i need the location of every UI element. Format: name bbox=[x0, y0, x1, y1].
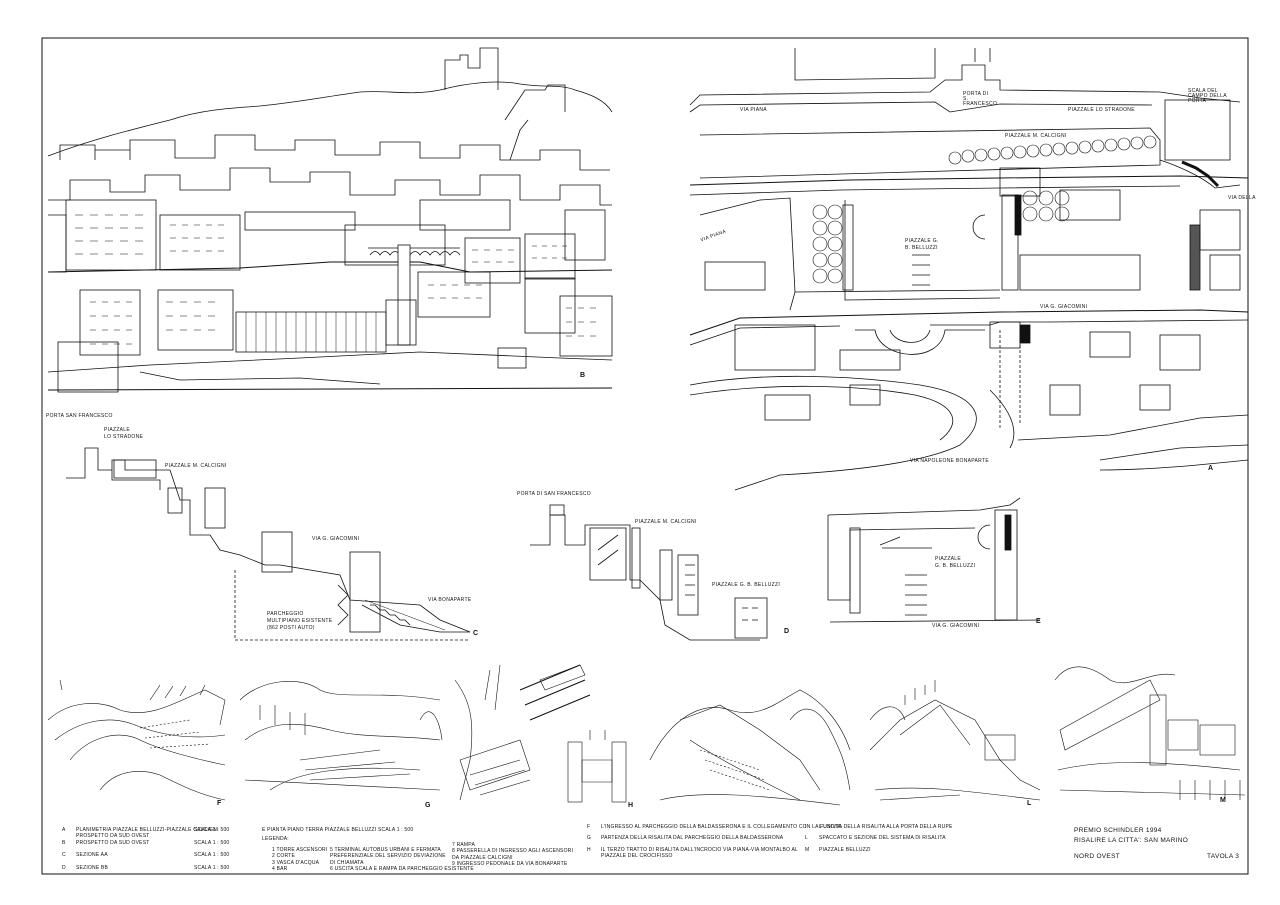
section-c bbox=[66, 447, 471, 641]
title-block: PREMIO SCHINDLER 1994 RISALIRE LA CITTA'… bbox=[1074, 826, 1188, 862]
label-piazzale-belluzzi: PIAZZALE G. B. BELLUZZI bbox=[905, 238, 939, 251]
label-c-parcheggio-1: PARCHEGGIO bbox=[267, 611, 304, 617]
label-g: G bbox=[425, 802, 431, 809]
legend-item: 4 BAR bbox=[272, 866, 288, 873]
label-c-porta: PORTA SAN FRANCESCO bbox=[46, 413, 113, 419]
label-piazzale-lo-stradone: PIAZZALE LO STRADONE bbox=[1068, 107, 1135, 113]
legend-item: 9 INGRESSO PEDONALE DA VIA BONAPARTE bbox=[452, 861, 568, 868]
legend-legenda: LEGENDA: bbox=[262, 836, 289, 843]
label-f: F bbox=[217, 800, 222, 807]
legend-col-2: E PIANTA PIANO TERRA PIAZZALE BELLUZZI S… bbox=[262, 827, 413, 843]
label-h: H bbox=[628, 802, 634, 809]
section-d bbox=[530, 504, 768, 641]
label-porta-san-francesco: PORTA DI S. FRANCESCO bbox=[963, 91, 998, 107]
label-d-calcigni: PIAZZALE M. CALCIGNI bbox=[635, 519, 697, 525]
label-e-giacomini: VIA G. GIACOMINI bbox=[932, 623, 980, 629]
legend-col-2c: 7 RAMPA 8 PASSERELLA DI INGRESSO AGLI AS… bbox=[452, 842, 573, 868]
tavola-label: TAVOLA 3 bbox=[1207, 853, 1240, 860]
label-via-giacomini: VIA G. GIACOMINI bbox=[1040, 304, 1088, 310]
label-c-piazzale: PIAZZALE bbox=[104, 427, 131, 433]
legend-item: 3 VASCA D'ACQUA bbox=[272, 859, 320, 866]
label-c-parcheggio-3: (862 POSTI AUTO) bbox=[267, 625, 315, 631]
sketch-f bbox=[47, 679, 226, 801]
label-e-piazzale: PIAZZALE bbox=[935, 556, 962, 562]
legend-e-head: E PIANTA PIANO TERRA PIAZZALE BELLUZZI S… bbox=[262, 827, 414, 833]
legend-item: 6 USCITA SCALA E RAMPA DA PARCHEGGIO ESI… bbox=[330, 866, 474, 873]
label-d-belluzzi: PIAZZALE G. B. BELLUZZI bbox=[712, 582, 781, 588]
legend-item: PREFERENZIALE DEL SERVIZIO DEVIAZIONE bbox=[330, 853, 446, 860]
label-l: L bbox=[1027, 800, 1032, 807]
label-via-piana-1: VIA PIANA bbox=[740, 107, 767, 113]
label-c-bonaparte: VIA BONAPARTE bbox=[428, 597, 472, 603]
legend-item: 5 TERMINAL AUTOBUS URBANI E FERMATA bbox=[330, 847, 441, 853]
legend-item: 1 TORRE ASCENSORI bbox=[272, 847, 328, 853]
sheet-border bbox=[41, 37, 1249, 875]
legend-row: PIAZZALE DEL CROCIFISSO bbox=[601, 853, 673, 860]
elevation-b bbox=[47, 47, 613, 393]
sketch-l bbox=[869, 680, 1041, 801]
label-c-calcigni: PIAZZALE M. CALCIGNI bbox=[165, 463, 227, 469]
label-c: C bbox=[473, 630, 479, 637]
legend-item: 7 RAMPA bbox=[452, 842, 475, 848]
label-via-bonaparte: VIA NAPOLEONE BONAPARTE bbox=[910, 458, 989, 464]
label-a: A bbox=[1208, 465, 1214, 472]
label-m: M bbox=[1220, 797, 1227, 804]
title-line-2: RISALIRE LA CITTA': SAN MARINO bbox=[1074, 837, 1189, 844]
plan-e bbox=[827, 497, 1041, 623]
legend-item: DA PIAZZALE CALCIGNI bbox=[452, 854, 513, 861]
legend-item: 2 CORTE bbox=[272, 853, 295, 860]
label-via-della: VIA DELLA bbox=[1228, 195, 1256, 201]
title-line-1: PREMIO SCHINDLER 1994 bbox=[1074, 827, 1162, 834]
legend-item: DI CHIAMATA bbox=[330, 859, 364, 866]
label-e-belluzzi: G. B. BELLUZZI bbox=[935, 563, 976, 569]
legend-row: PROSPETTO DA SUD OVEST bbox=[76, 833, 150, 840]
label-c-giacomini: VIA G. GIACOMINI bbox=[312, 536, 360, 542]
label-scala-campo: SCALA DEL CAMPO DELLA PORTA bbox=[1188, 88, 1227, 104]
title-line-3: NORD OVEST bbox=[1074, 853, 1120, 860]
legend-item: 8 PASSERELLA DI INGRESSO AGLI ASCENSORI bbox=[452, 848, 574, 855]
sketch-g bbox=[239, 680, 443, 791]
legend-col-2a: 1 TORRE ASCENSORI 2 CORTE 3 VASCA D'ACQU… bbox=[272, 847, 327, 873]
label-b: B bbox=[580, 372, 586, 379]
plan-a bbox=[689, 48, 1249, 491]
sketch-h bbox=[454, 664, 627, 803]
label-c-lo-stradone: LO STRADONE bbox=[104, 434, 144, 440]
label-d-porta: PORTA DI SAN FRANCESCO bbox=[517, 491, 591, 497]
label-piazzale-calcigni: PIAZZALE M. CALCIGNI bbox=[1005, 133, 1067, 139]
label-d: D bbox=[784, 628, 790, 635]
sketch-i bbox=[649, 689, 851, 806]
label-e: E bbox=[1036, 618, 1041, 625]
sketch-m bbox=[1054, 666, 1246, 800]
label-c-parcheggio-2: MULTIPIANO ESISTENTE bbox=[267, 618, 333, 624]
legend-col-2b: 5 TERMINAL AUTOBUS URBANI E FERMATA PREF… bbox=[330, 847, 474, 873]
